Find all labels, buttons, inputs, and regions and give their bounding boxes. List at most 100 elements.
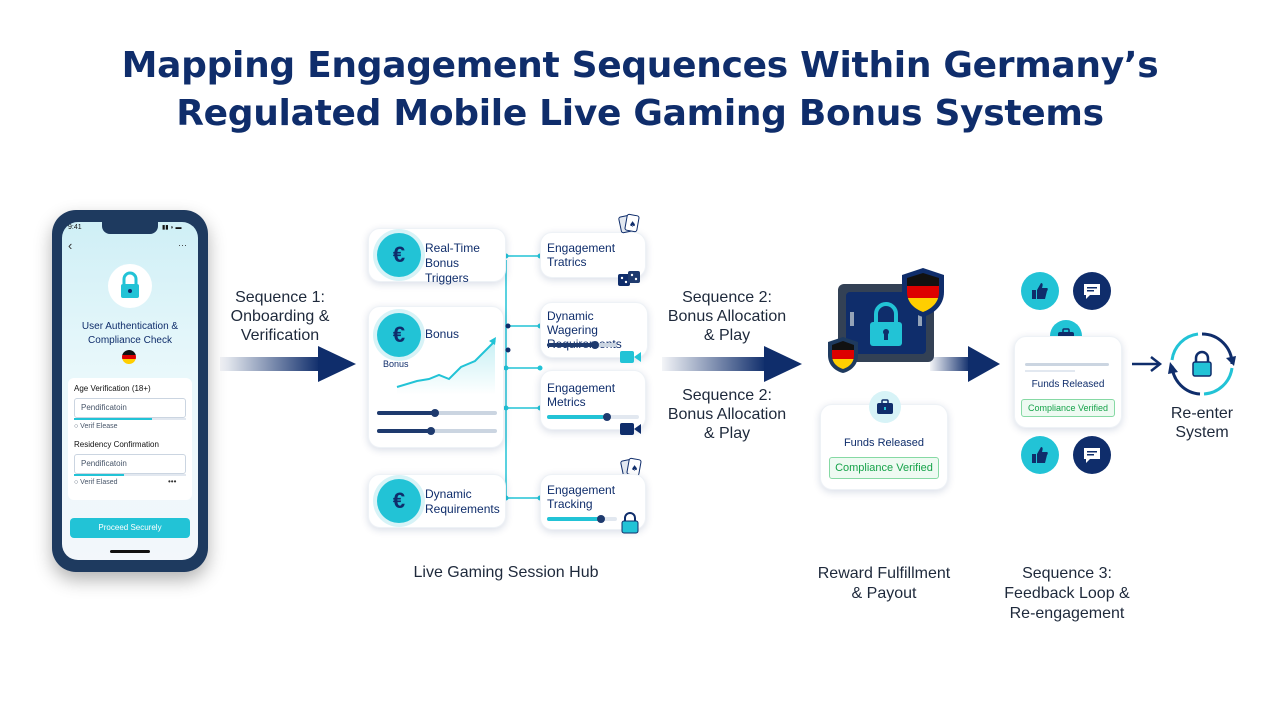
sequence-2b-line-3: & Play bbox=[703, 425, 751, 442]
realtime-triggers-card: € Real-Time Bonus Triggers bbox=[368, 228, 506, 285]
bonus-trend-chart bbox=[396, 337, 496, 395]
metrics-slider[interactable] bbox=[547, 413, 639, 421]
sequence-3-line-3: Re-engagement bbox=[1009, 605, 1125, 622]
residency-note: ○ Verif Elased bbox=[74, 479, 118, 486]
age-input[interactable]: Pendificatoin bbox=[74, 398, 186, 418]
reenter-cycle-icon bbox=[1166, 328, 1238, 400]
germany-flag-icon bbox=[122, 350, 136, 364]
funds-released-card: Funds Released Compliance Verified bbox=[820, 391, 948, 490]
reenter-label: Re-enter System bbox=[1150, 404, 1254, 442]
residency-input[interactable]: Pendificatoin bbox=[74, 454, 186, 474]
verification-form: Age Verification (18+) Pendificatoin ○ V… bbox=[68, 378, 192, 500]
bonus-sub-label: Bonus bbox=[383, 359, 409, 369]
bonus-slider-2[interactable] bbox=[377, 427, 497, 435]
sequence-3-line-2: Feedback Loop & bbox=[1004, 585, 1130, 602]
feedback-funds-text: Funds Released bbox=[1031, 379, 1105, 390]
video-icon bbox=[620, 422, 642, 436]
age-progress bbox=[74, 418, 186, 420]
bonus-card: € Bonus Bonus bbox=[368, 306, 504, 448]
svg-text:♠: ♠ bbox=[631, 464, 638, 473]
sequence-2b-line-1: Sequence 2: bbox=[682, 387, 772, 404]
engagement-tracking-line-2: Tracking bbox=[547, 497, 593, 511]
dynamic-requirements-text: Dynamic Requirements bbox=[425, 487, 500, 517]
engagement-tratrics-card: Engagement Tratrics bbox=[540, 232, 646, 278]
reward-caption-line-1: Reward Fulfillment bbox=[817, 565, 951, 582]
euro-coin-icon: € bbox=[377, 233, 421, 277]
sequence-2-arrow bbox=[662, 346, 802, 382]
video-icon bbox=[620, 350, 642, 364]
sequence-1-line-1: Sequence 1: bbox=[235, 289, 325, 306]
more-button[interactable]: ··· bbox=[178, 240, 187, 250]
phone-screen: 9:41 ▮▮ ◗ ▬ ‹ ··· User Authentication & … bbox=[62, 222, 198, 560]
auth-heading-line-2: Compliance Check bbox=[88, 335, 172, 346]
engagement-tratrics-line-2: Tratrics bbox=[547, 255, 587, 269]
playing-cards-icon: ♠ bbox=[618, 212, 640, 234]
back-button[interactable]: ‹ bbox=[68, 238, 73, 253]
sequence-1-arrow bbox=[220, 346, 356, 382]
feedback-compliance-badge: Compliance Verified bbox=[1021, 399, 1115, 417]
tracking-slider[interactable] bbox=[547, 515, 617, 523]
sequence-2b-line-2: Bonus Allocation bbox=[667, 406, 787, 423]
page-title: Mapping Engagement Sequences Within Germ… bbox=[0, 42, 1280, 138]
status-time: 9:41 bbox=[68, 224, 82, 231]
thumbs-up-button[interactable] bbox=[1021, 272, 1059, 310]
engagement-tracking-text: Engagement Tracking bbox=[547, 483, 615, 511]
reward-caption: Reward Fulfillment & Payout bbox=[800, 564, 968, 604]
age-label: Age Verification (18+) bbox=[74, 384, 151, 393]
wallet-icon bbox=[869, 391, 901, 423]
sequence-1-line-2: Onboarding & bbox=[230, 308, 330, 325]
dice-icon bbox=[616, 268, 642, 290]
engagement-tratrics-text: Engagement Tratrics bbox=[547, 241, 615, 269]
reward-caption-line-2: & Payout bbox=[851, 585, 917, 602]
phone-notch bbox=[102, 222, 158, 234]
dynamic-wagering-text: Dynamic Wagering Requirements bbox=[547, 309, 647, 351]
bonus-label: Bonus bbox=[425, 327, 460, 341]
title-line-2: Regulated Mobile Live Gaming Bonus Syste… bbox=[176, 93, 1104, 134]
reenter-arrow bbox=[1132, 356, 1163, 372]
sequence-2a-label: Sequence 2: Bonus Allocation & Play bbox=[660, 288, 794, 345]
residency-more: ••• bbox=[168, 477, 177, 486]
auth-heading-line-1: User Authentication & bbox=[81, 321, 179, 332]
engagement-metrics-text: Engagement Metrics bbox=[547, 381, 615, 409]
feedback-card-divider bbox=[1025, 363, 1109, 366]
dynamic-wagering-line-1: Dynamic Wagering bbox=[547, 309, 598, 337]
residency-label: Residency Confirmation bbox=[74, 440, 159, 449]
sequence-2a-line-1: Sequence 2: bbox=[682, 289, 772, 306]
age-note: ○ Verif Elease bbox=[74, 423, 118, 430]
euro-coin-icon: € bbox=[377, 479, 421, 523]
residency-progress bbox=[74, 474, 186, 476]
funds-released-text: Funds Released bbox=[843, 437, 925, 449]
home-indicator bbox=[110, 550, 150, 553]
sequence-1-label: Sequence 1: Onboarding & Verification bbox=[222, 288, 338, 345]
bonus-slider-1[interactable] bbox=[377, 409, 497, 417]
reward-to-feedback-arrow bbox=[930, 346, 1000, 382]
chat-button[interactable] bbox=[1073, 272, 1111, 310]
engagement-metrics-card: Engagement Metrics bbox=[540, 370, 646, 430]
feedback-card-divider-short bbox=[1025, 370, 1075, 372]
engagement-tracking-line-1: Engagement bbox=[547, 483, 616, 497]
reenter-line-2: System bbox=[1175, 424, 1229, 441]
sequence-2b-label: Sequence 2: Bonus Allocation & Play bbox=[660, 386, 794, 443]
sequence-1-line-3: Verification bbox=[240, 327, 320, 344]
title-line-1: Mapping Engagement Sequences Within Germ… bbox=[121, 45, 1159, 86]
status-icons: ▮▮ ◗ ▬ bbox=[162, 225, 182, 231]
sequence-3-caption: Sequence 3: Feedback Loop & Re-engagemen… bbox=[996, 564, 1138, 624]
lock-icon bbox=[108, 264, 152, 308]
engagement-metrics-line-2: Metrics bbox=[547, 395, 586, 409]
hub-caption: Live Gaming Session Hub bbox=[413, 564, 599, 581]
realtime-triggers-line-1: Real-Time bbox=[425, 241, 480, 255]
engagement-tracking-card: Engagement Tracking bbox=[540, 474, 646, 530]
dynamic-requirements-line-1: Dynamic bbox=[425, 487, 472, 501]
proceed-button[interactable]: Proceed Securely bbox=[70, 518, 190, 538]
thumbs-up-button[interactable] bbox=[1021, 436, 1059, 474]
euro-coin-icon: € bbox=[377, 313, 421, 357]
realtime-triggers-text: Real-Time Bonus Triggers bbox=[425, 241, 505, 286]
engagement-metrics-line-1: Engagement bbox=[547, 381, 616, 395]
germany-shield-icon bbox=[826, 336, 860, 374]
wagering-slider[interactable] bbox=[547, 341, 617, 349]
sequence-2a-line-2: Bonus Allocation bbox=[667, 308, 787, 325]
lock-icon bbox=[620, 512, 640, 534]
chat-button[interactable] bbox=[1073, 436, 1111, 474]
auth-heading: User Authentication & Compliance Check bbox=[62, 320, 198, 348]
sequence-3-line-1: Sequence 3: bbox=[1022, 565, 1112, 582]
